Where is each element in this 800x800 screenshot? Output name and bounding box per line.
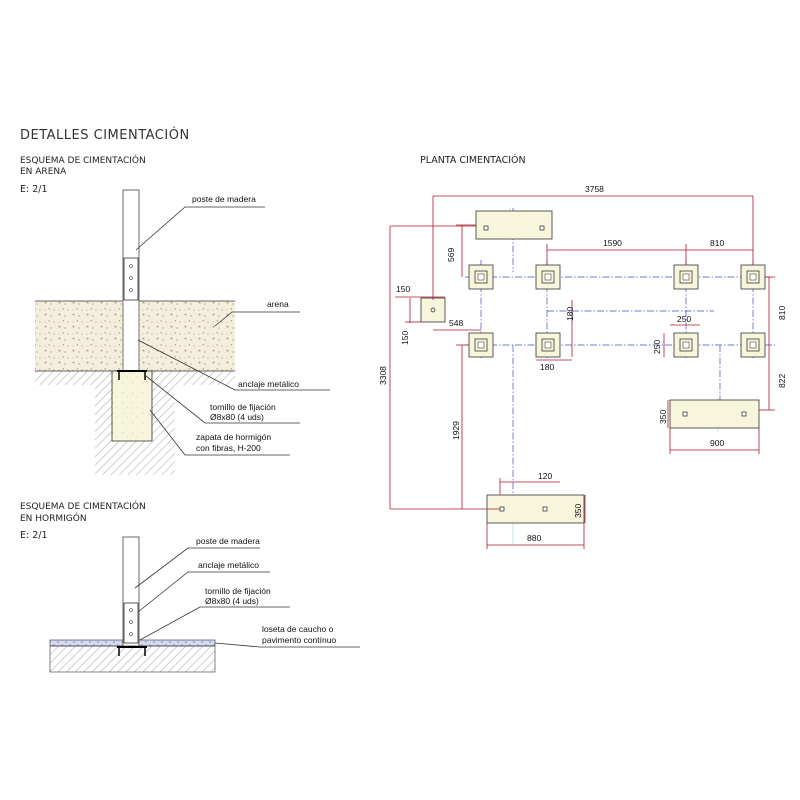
label-post-2: poste de madera	[196, 536, 260, 546]
label-bolt-2a: tornillo de fijación	[205, 586, 271, 596]
leader-sand	[214, 311, 300, 327]
anchor-marker-icon	[682, 411, 688, 417]
bolt-hole-icon	[129, 620, 133, 624]
dim-bottom-footing-anchor: 120	[538, 471, 552, 481]
dim-bottom-footing-width: 880	[527, 533, 541, 543]
dim-bottom-footing-depth: 350	[573, 504, 583, 518]
footing-top	[475, 210, 553, 240]
label-footing-1: zapata de hormigón	[196, 432, 271, 442]
leader-anchor-2	[137, 571, 270, 613]
dim-top-footing-offset: 569	[446, 248, 456, 262]
anchor-marker-icon	[741, 411, 747, 417]
dim-right-post-side: 250	[652, 340, 662, 354]
dim-right-module-height: 810	[777, 306, 787, 320]
bolt-hole-icon	[129, 608, 133, 612]
post-footing	[468, 264, 494, 290]
detail-sand-title-2: EN ARENA	[20, 167, 67, 177]
post-footing	[535, 264, 561, 290]
detail-concrete-scale: E: 2/1	[20, 530, 48, 541]
metal-anchor-plate	[123, 257, 139, 301]
foundation-plan: PLANTA CIMENTACIÓN	[378, 154, 787, 549]
dim-small-footing-side: 150	[400, 331, 410, 345]
dim-right-post-size: 250	[677, 314, 691, 324]
label-anchor-2: anclaje metálico	[198, 560, 259, 570]
dim-top-right-span: 1590	[603, 238, 622, 248]
detail-concrete-title-2: EN HORMIGÓN	[20, 512, 87, 524]
bolt-hole-icon	[129, 264, 133, 268]
dim-small-footing-size: 150	[396, 284, 410, 294]
post-footing	[740, 264, 766, 290]
post-footing	[468, 332, 494, 358]
label-tile-1: loseta de caucho o	[262, 624, 334, 634]
dim-small-footing-offset: 548	[449, 318, 463, 328]
label-anchor: anclaje metálico	[238, 379, 299, 389]
label-sand: arena	[267, 299, 289, 309]
plan-title: PLANTA CIMENTACIÓN	[420, 154, 526, 166]
bolt-hole-icon	[129, 276, 133, 280]
dim-overall-height: 3308	[378, 366, 388, 385]
dim-top-right-module: 810	[710, 238, 724, 248]
anchor-marker-icon	[539, 225, 545, 231]
label-bolt-2b: Ø8x80 (4 uds)	[205, 596, 259, 606]
dim-post-gap: 180	[565, 307, 575, 321]
anchor-marker-icon	[499, 506, 505, 512]
footing-small	[420, 297, 446, 323]
dim-right-footing-offset: 822	[777, 374, 787, 388]
dim-post-width: 180	[540, 362, 554, 372]
label-tile-2: pavimento contínuo	[262, 635, 336, 645]
drawing-title: DETALLES CIMENTACIÓN	[20, 127, 190, 143]
post-footing	[535, 332, 561, 358]
label-bolt-1: tornillo de fijación	[210, 402, 276, 412]
leader-anchor	[137, 339, 330, 391]
dim-bottom-footing-offset: 1929	[451, 421, 461, 440]
post-footing	[673, 264, 699, 290]
detail-concrete-title-1: ESQUEMA DE CIMENTACIÓN	[20, 500, 146, 512]
label-post: poste de madera	[192, 194, 256, 204]
leader-tile	[214, 642, 360, 648]
detail-concrete: ESQUEMA DE CIMENTACIÓN EN HORMIGÓN E: 2/…	[20, 500, 360, 673]
detail-sand-title-1: ESQUEMA DE CIMENTACIÓN	[20, 154, 146, 166]
concrete-slab	[49, 645, 216, 673]
leader-post	[135, 206, 265, 251]
leader-post-2	[134, 547, 260, 589]
post-marker-icon	[430, 307, 436, 313]
detail-sand-scale: E: 2/1	[20, 184, 48, 195]
leader-bolt	[145, 375, 300, 424]
leader-footing	[149, 409, 290, 456]
label-footing-2: con fibras, H-200	[196, 443, 261, 453]
concrete-footing	[111, 370, 153, 442]
detail-sand: ESQUEMA DE CIMENTACIÓN EN ARENA E: 2/1 p…	[20, 154, 330, 475]
bolt-hole-icon	[129, 288, 133, 292]
dim-right-footing-depth: 350	[658, 410, 668, 424]
dim-overall-width: 3758	[585, 184, 604, 194]
anchor-marker-icon	[542, 506, 548, 512]
post-footing	[673, 332, 699, 358]
bolt-hole-icon	[129, 632, 133, 636]
metal-anchor-plate-concrete	[123, 602, 139, 644]
anchor-marker-icon	[483, 225, 489, 231]
label-bolt-2: Ø8x80 (4 uds)	[210, 412, 264, 422]
dim-right-footing-width: 900	[710, 438, 724, 448]
leader-bolt-2	[139, 606, 290, 641]
post-footing	[740, 332, 766, 358]
